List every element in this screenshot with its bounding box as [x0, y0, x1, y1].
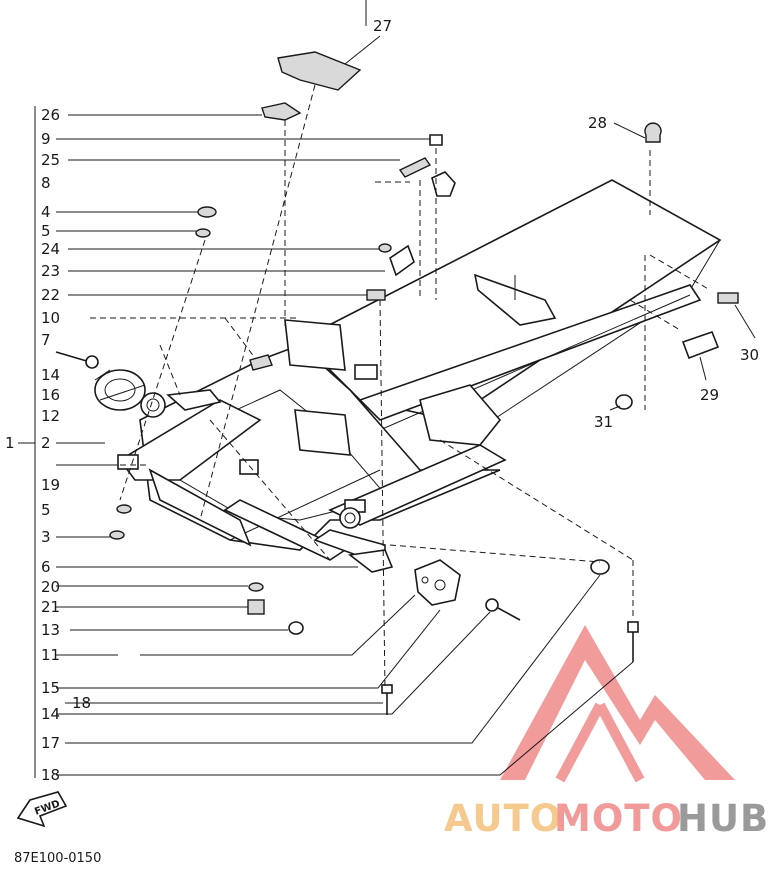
callout-11: 11 — [41, 646, 60, 664]
callout-12: 12 — [41, 407, 60, 425]
callout-labels: 27 26 9 25 8 4 5 24 23 22 10 7 14 16 12 … — [5, 17, 759, 784]
part-2-bracket — [117, 454, 139, 470]
part-22-pad — [366, 289, 386, 301]
callout-18b: 18 — [41, 766, 60, 784]
callout-26: 26 — [41, 106, 60, 124]
callout-6: 6 — [41, 558, 51, 576]
callout-14a: 14 — [41, 366, 60, 384]
callout-5b: 5 — [41, 501, 51, 519]
seat-frame-assembly — [118, 179, 722, 561]
part-5-washer-a — [195, 228, 211, 238]
part-27-cover-plate — [277, 51, 362, 91]
callout-19: 19 — [41, 476, 60, 494]
callout-23: 23 — [41, 262, 60, 280]
callout-3: 3 — [41, 528, 51, 546]
watermark-auto: AUTO — [444, 797, 562, 840]
part-14-bolt — [381, 684, 393, 715]
part-23-bracket — [389, 244, 415, 277]
callout-17: 17 — [41, 734, 60, 752]
callout-25: 25 — [41, 151, 60, 169]
part-18-bolt — [627, 621, 639, 662]
part-12-bracket — [166, 389, 222, 411]
callout-28: 28 — [588, 114, 607, 132]
callout-24: 24 — [41, 240, 60, 258]
part-6-bracket — [348, 549, 394, 573]
part-21-collar — [247, 599, 265, 615]
callout-29: 29 — [700, 386, 719, 404]
watermark-logo — [500, 625, 735, 783]
callout-15: 15 — [41, 679, 60, 697]
callout-30: 30 — [740, 346, 759, 364]
callout-8: 8 — [41, 174, 51, 192]
callout-10: 10 — [41, 309, 60, 327]
part-15-bolt — [485, 598, 521, 621]
part-31-nut — [615, 394, 633, 410]
callout-20: 20 — [41, 578, 60, 596]
part-9-nut — [429, 134, 443, 146]
part-20-washer — [248, 582, 264, 592]
part-5-washer-b — [116, 504, 132, 514]
part-28-cap — [644, 122, 662, 143]
watermark-text: AUTO MOTO HUB — [444, 797, 769, 840]
part-25-bracket — [398, 157, 432, 178]
drawing-code: 87E100-0150 — [14, 851, 101, 866]
callout-1: 1 — [5, 434, 15, 452]
bolt-7-icon — [55, 351, 99, 369]
callout-7: 7 — [41, 331, 51, 349]
callout-2: 2 — [41, 434, 51, 452]
part-8-bracket — [431, 171, 456, 197]
callout-31: 31 — [594, 413, 613, 431]
watermark-moto: MOTO — [554, 797, 683, 840]
part-24-washer — [378, 243, 392, 253]
assembly-dashed-lines — [90, 84, 711, 691]
part-17-grommet — [590, 559, 610, 575]
callout-9: 9 — [41, 130, 51, 148]
part-29-label — [681, 330, 720, 360]
callout-22: 22 — [41, 286, 60, 304]
leader-lines — [18, 0, 756, 776]
part-3-washer — [109, 530, 125, 540]
callout-4: 4 — [41, 203, 51, 221]
part-30-clip — [717, 292, 739, 304]
callout-5a: 5 — [41, 222, 51, 240]
callout-13: 13 — [41, 621, 60, 639]
part-10-plate — [249, 354, 273, 371]
callout-18a: 18 — [72, 694, 91, 712]
callout-14b: 14 — [41, 705, 60, 723]
watermark-hub: HUB — [677, 797, 769, 840]
fwd-arrow-icon: FWD — [16, 791, 68, 828]
part-13-nut — [288, 621, 304, 635]
callout-27: 27 — [373, 17, 392, 35]
callout-16: 16 — [41, 386, 60, 404]
front-engine-mount — [94, 369, 146, 411]
part-4-grommet — [197, 206, 217, 218]
callout-21: 21 — [41, 598, 60, 616]
part-26-pad — [261, 102, 302, 121]
part-11-damper — [414, 559, 461, 606]
